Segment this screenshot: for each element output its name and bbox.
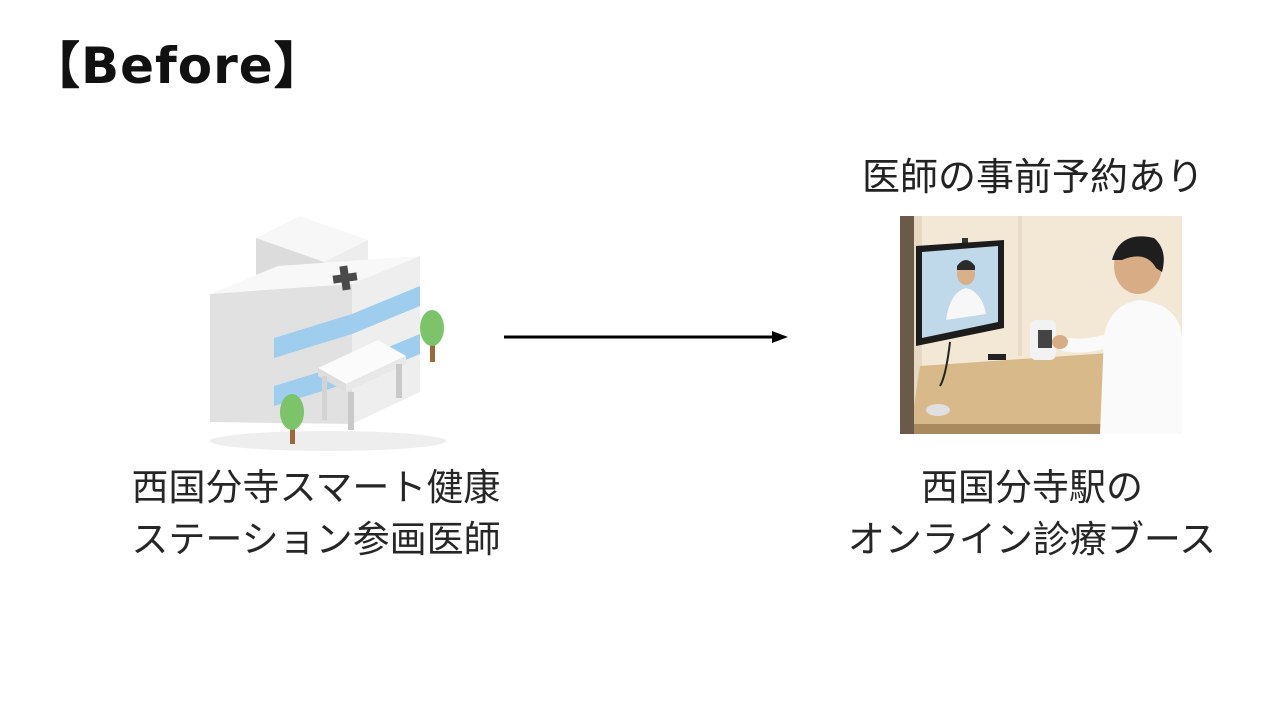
reservation-note: 医師の事前予約あり [862,155,1205,199]
flow-arrow-icon [500,325,792,349]
booth-caption-line2: オンライン診療ブース [847,518,1217,561]
booth-caption: 西国分寺駅の オンライン診療ブース [806,462,1258,566]
hospital-caption-line1: 西国分寺スマート健康 [131,466,501,509]
slide-title: 【Before】 [30,37,325,95]
hospital-caption-line2: ステーション参画医師 [131,518,501,561]
booth-caption-line1: 西国分寺駅の [921,466,1143,509]
hospital-building-icon [198,196,460,458]
online-consultation-booth-photo [900,216,1182,434]
hospital-caption: 西国分寺スマート健康 ステーション参画医師 [96,462,536,566]
